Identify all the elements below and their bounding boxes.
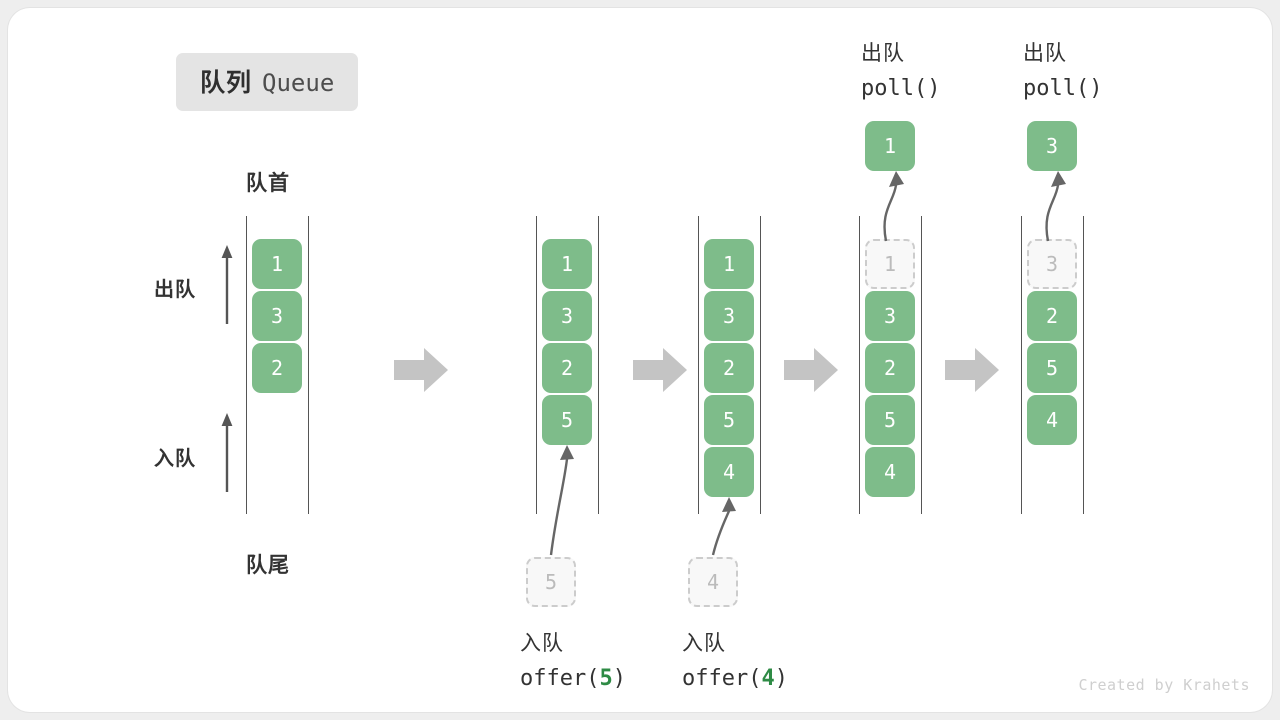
offer-code-argument: 4 <box>761 666 775 691</box>
enqueue-side-label: 入队 <box>154 448 196 470</box>
offer-code-suffix: ) <box>612 666 626 691</box>
popped-item: 3 <box>1027 121 1077 171</box>
step-arrow-icon <box>394 348 448 392</box>
queue-rail-right <box>760 216 761 514</box>
offer-code-argument: 5 <box>599 666 613 691</box>
queue-slot: 5 <box>1027 343 1077 393</box>
queue-slot: 3 <box>252 291 302 341</box>
queue-slot-ghost: 1 <box>865 239 915 289</box>
poll-caption-chinese: 出队 <box>861 42 905 65</box>
queue-slot-ghost: 3 <box>1027 239 1077 289</box>
queue-slot: 3 <box>542 291 592 341</box>
queue-slot: 4 <box>1027 395 1077 445</box>
poll-caption-chinese: 出队 <box>1023 42 1067 65</box>
popped-item: 1 <box>865 121 915 171</box>
offer-caption-chinese: 入队 <box>682 632 726 655</box>
queue-slot: 2 <box>1027 291 1077 341</box>
queue-rail-right <box>1083 216 1084 514</box>
head-label: 队首 <box>246 172 290 195</box>
queue-slot: 4 <box>865 447 915 497</box>
poll-caption: 出队 poll() <box>1023 36 1253 106</box>
dequeue-direction-arrow <box>221 245 233 324</box>
offer-motion-arrow <box>549 445 574 556</box>
queue-slot: 1 <box>542 239 592 289</box>
offer-code-prefix: offer( <box>520 666 600 691</box>
offer-caption-chinese: 入队 <box>520 632 564 655</box>
poll-caption-code: poll() <box>861 76 941 101</box>
offer-caption-code: offer(5) <box>520 661 750 696</box>
dequeue-side-label: 出队 <box>154 279 196 301</box>
queue-slot: 2 <box>542 343 592 393</box>
queue-slot: 5 <box>704 395 754 445</box>
offer-caption: 入队 offer(4) <box>682 626 912 696</box>
incoming-ghost-item: 5 <box>526 557 576 607</box>
queue-rail-left <box>1021 216 1022 514</box>
title-english: Queue <box>262 69 335 97</box>
queue-slot: 2 <box>252 343 302 393</box>
poll-caption-code: poll() <box>1023 76 1103 101</box>
offer-motion-arrow <box>711 497 736 556</box>
tail-label: 队尾 <box>246 554 290 577</box>
title-badge: 队列 Queue <box>176 53 359 111</box>
title-chinese: 队列 <box>200 69 253 97</box>
queue-slot: 1 <box>252 239 302 289</box>
offer-caption: 入队 offer(5) <box>520 626 750 696</box>
queue-slot: 2 <box>865 343 915 393</box>
queue-rail-right <box>921 216 922 514</box>
queue-slot: 2 <box>704 343 754 393</box>
queue-rail-left <box>536 216 537 514</box>
poll-caption: 出队 poll() <box>861 36 1091 106</box>
queue-rail-right <box>308 216 309 514</box>
queue-slot: 5 <box>865 395 915 445</box>
step-arrow-icon <box>633 348 687 392</box>
queue-slot: 3 <box>704 291 754 341</box>
incoming-ghost-item: 4 <box>688 557 738 607</box>
enqueue-direction-arrow <box>221 413 233 492</box>
queue-slot: 5 <box>542 395 592 445</box>
step-arrow-icon <box>945 348 999 392</box>
queue-slot: 3 <box>865 291 915 341</box>
queue-rail-left <box>246 216 247 514</box>
offer-code-prefix: offer( <box>682 666 762 691</box>
watermark: Created by Krahets <box>1078 676 1250 694</box>
offer-code-suffix: ) <box>774 666 788 691</box>
queue-rail-right <box>598 216 599 514</box>
queue-slot: 1 <box>704 239 754 289</box>
queue-rail-left <box>698 216 699 514</box>
queue-slot: 4 <box>704 447 754 497</box>
offer-caption-code: offer(4) <box>682 661 912 696</box>
queue-rail-left <box>859 216 860 514</box>
step-arrow-icon <box>784 348 838 392</box>
